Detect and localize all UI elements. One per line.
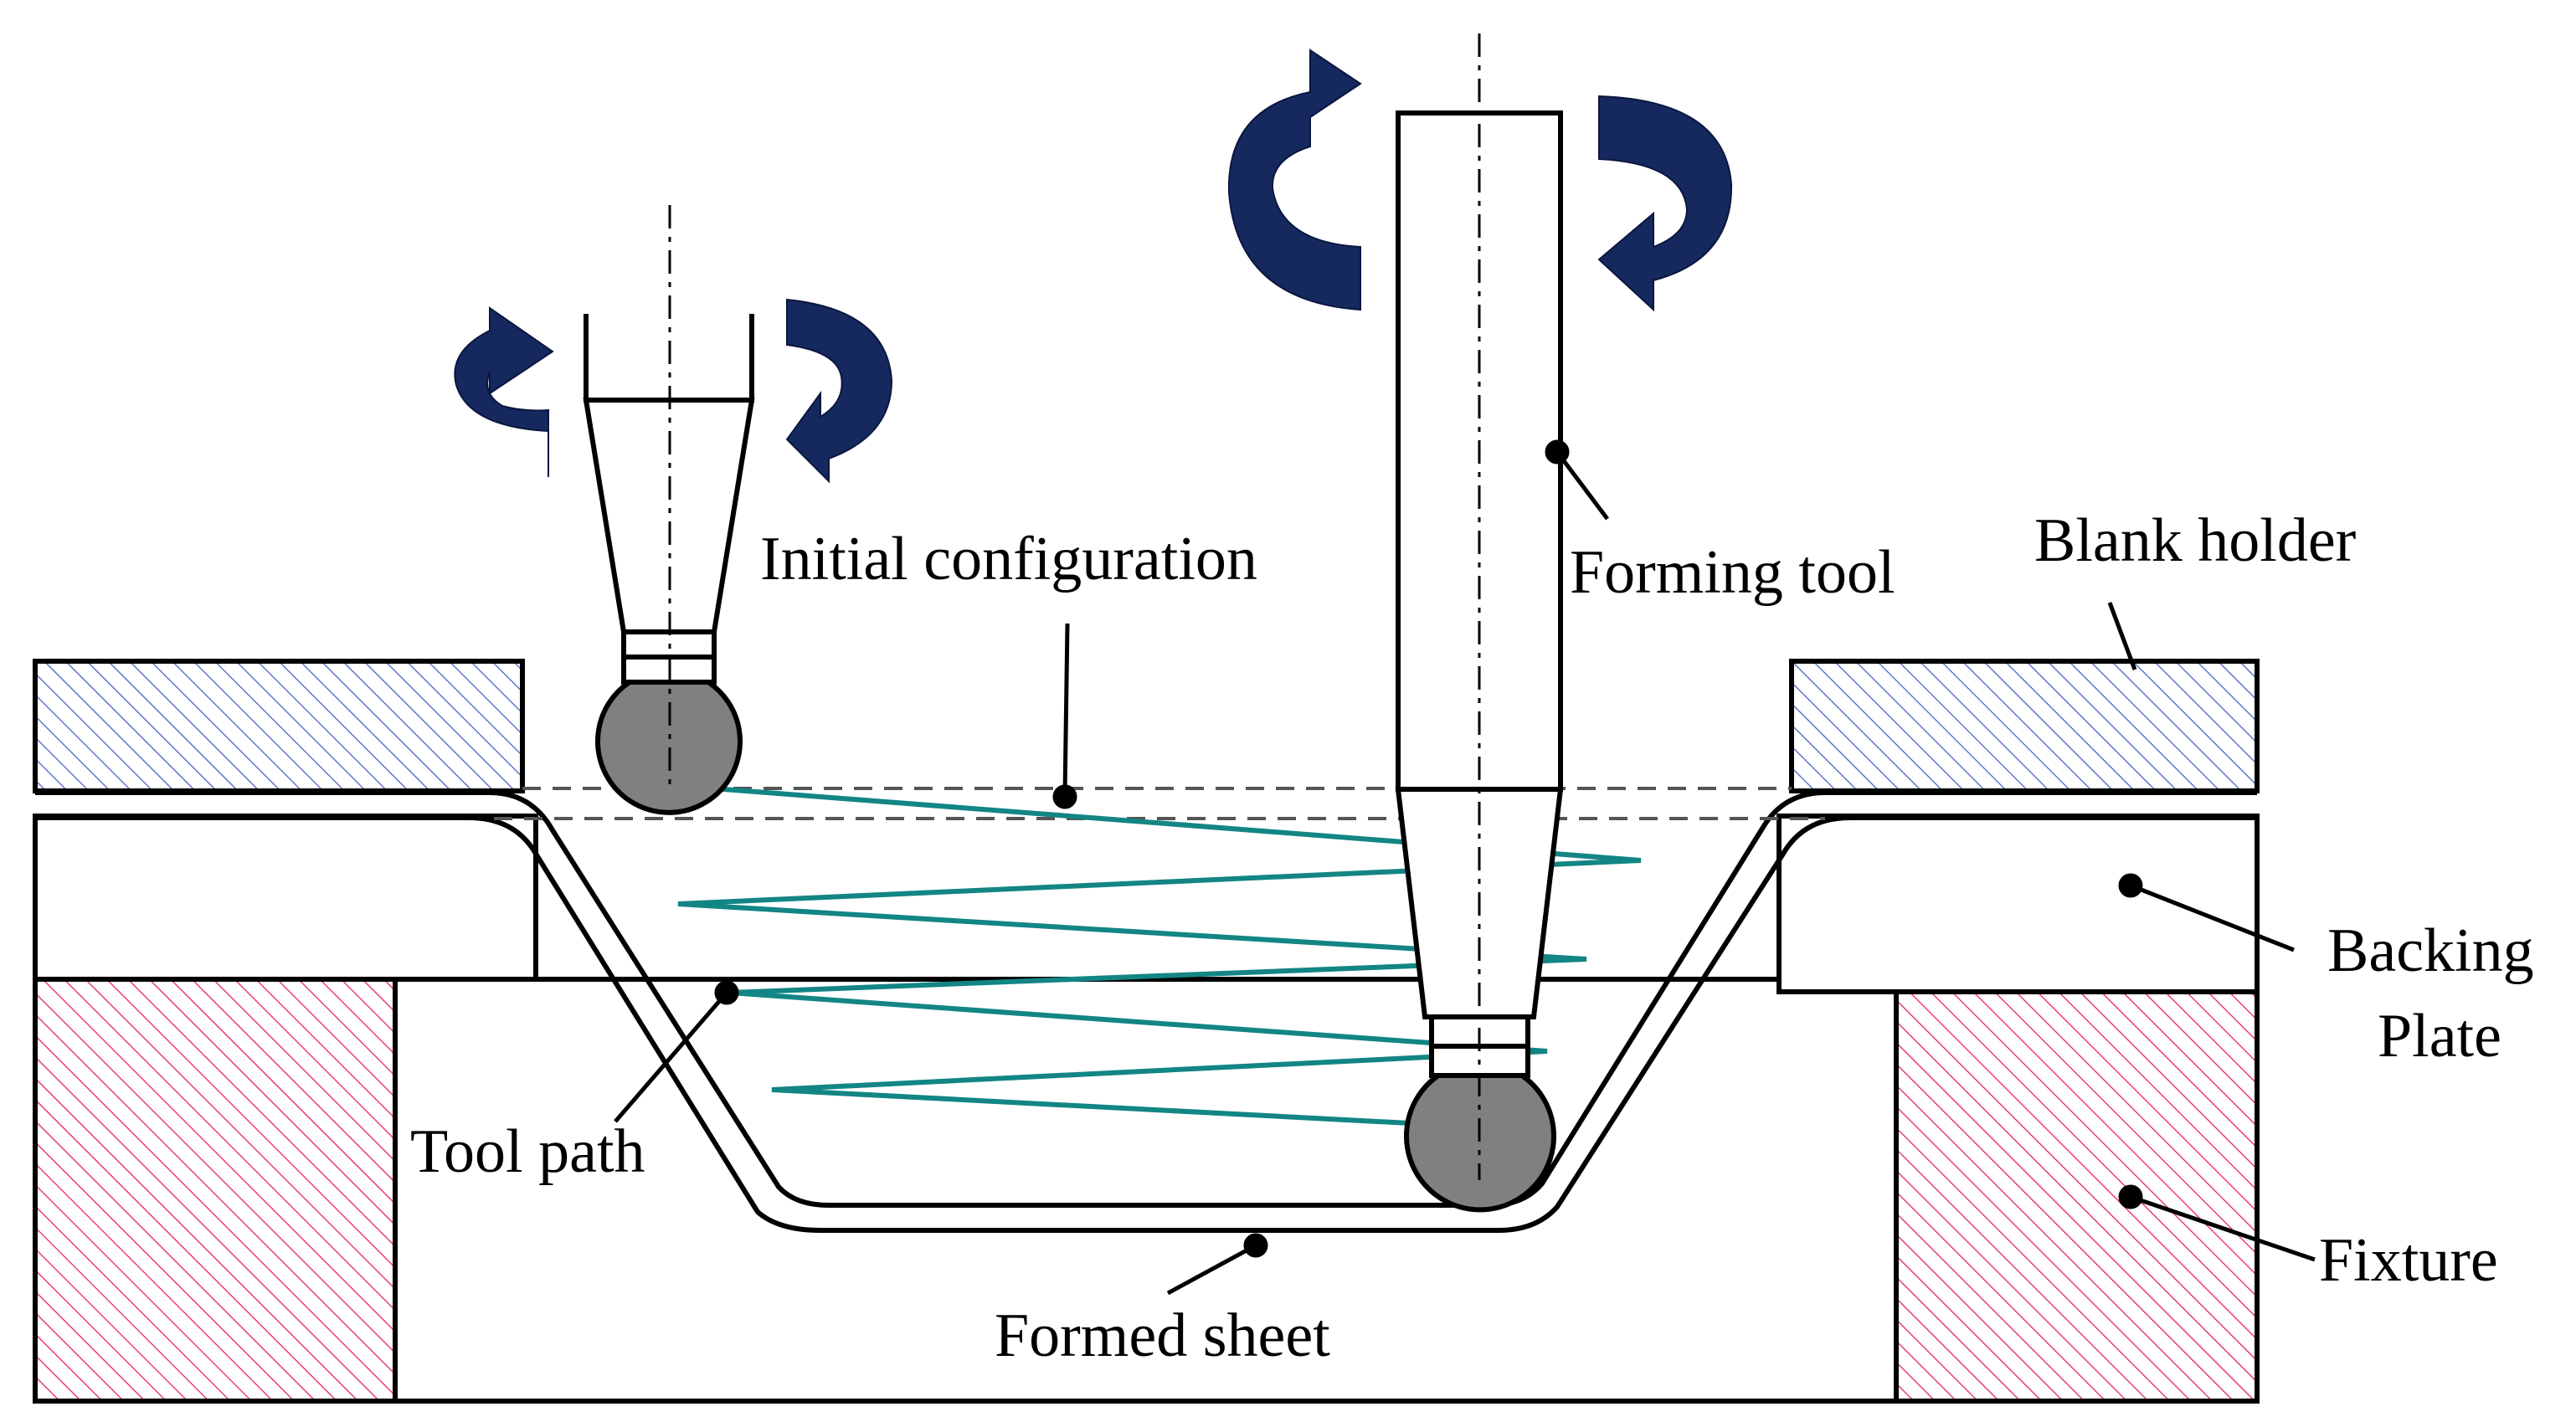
label-tool-path: Tool path (410, 1117, 645, 1186)
label-initial-configuration: Initial configuration (760, 525, 1257, 593)
label-backing-plate-line2: Plate (2378, 1002, 2501, 1070)
label-backing-plate-line1: Backing (2327, 916, 2534, 985)
fixture-left (33, 977, 398, 1404)
leader-lines (614, 439, 2316, 1296)
blank-holder-left (33, 659, 525, 793)
backing-plate-left (33, 814, 538, 982)
label-fixture: Fixture (2319, 1226, 2498, 1295)
blank-holder-right (1789, 659, 2260, 793)
fixture-right (1894, 989, 2260, 1404)
backing-plate-right (1776, 814, 2260, 994)
curved-rotation-arrow-icon (454, 49, 1733, 484)
formed-sheet (35, 790, 2257, 1233)
label-forming-tool: Forming tool (1570, 538, 1895, 607)
label-blank-holder: Blank holder (2034, 506, 2356, 575)
label-formed-sheet: Formed sheet (995, 1301, 1330, 1370)
